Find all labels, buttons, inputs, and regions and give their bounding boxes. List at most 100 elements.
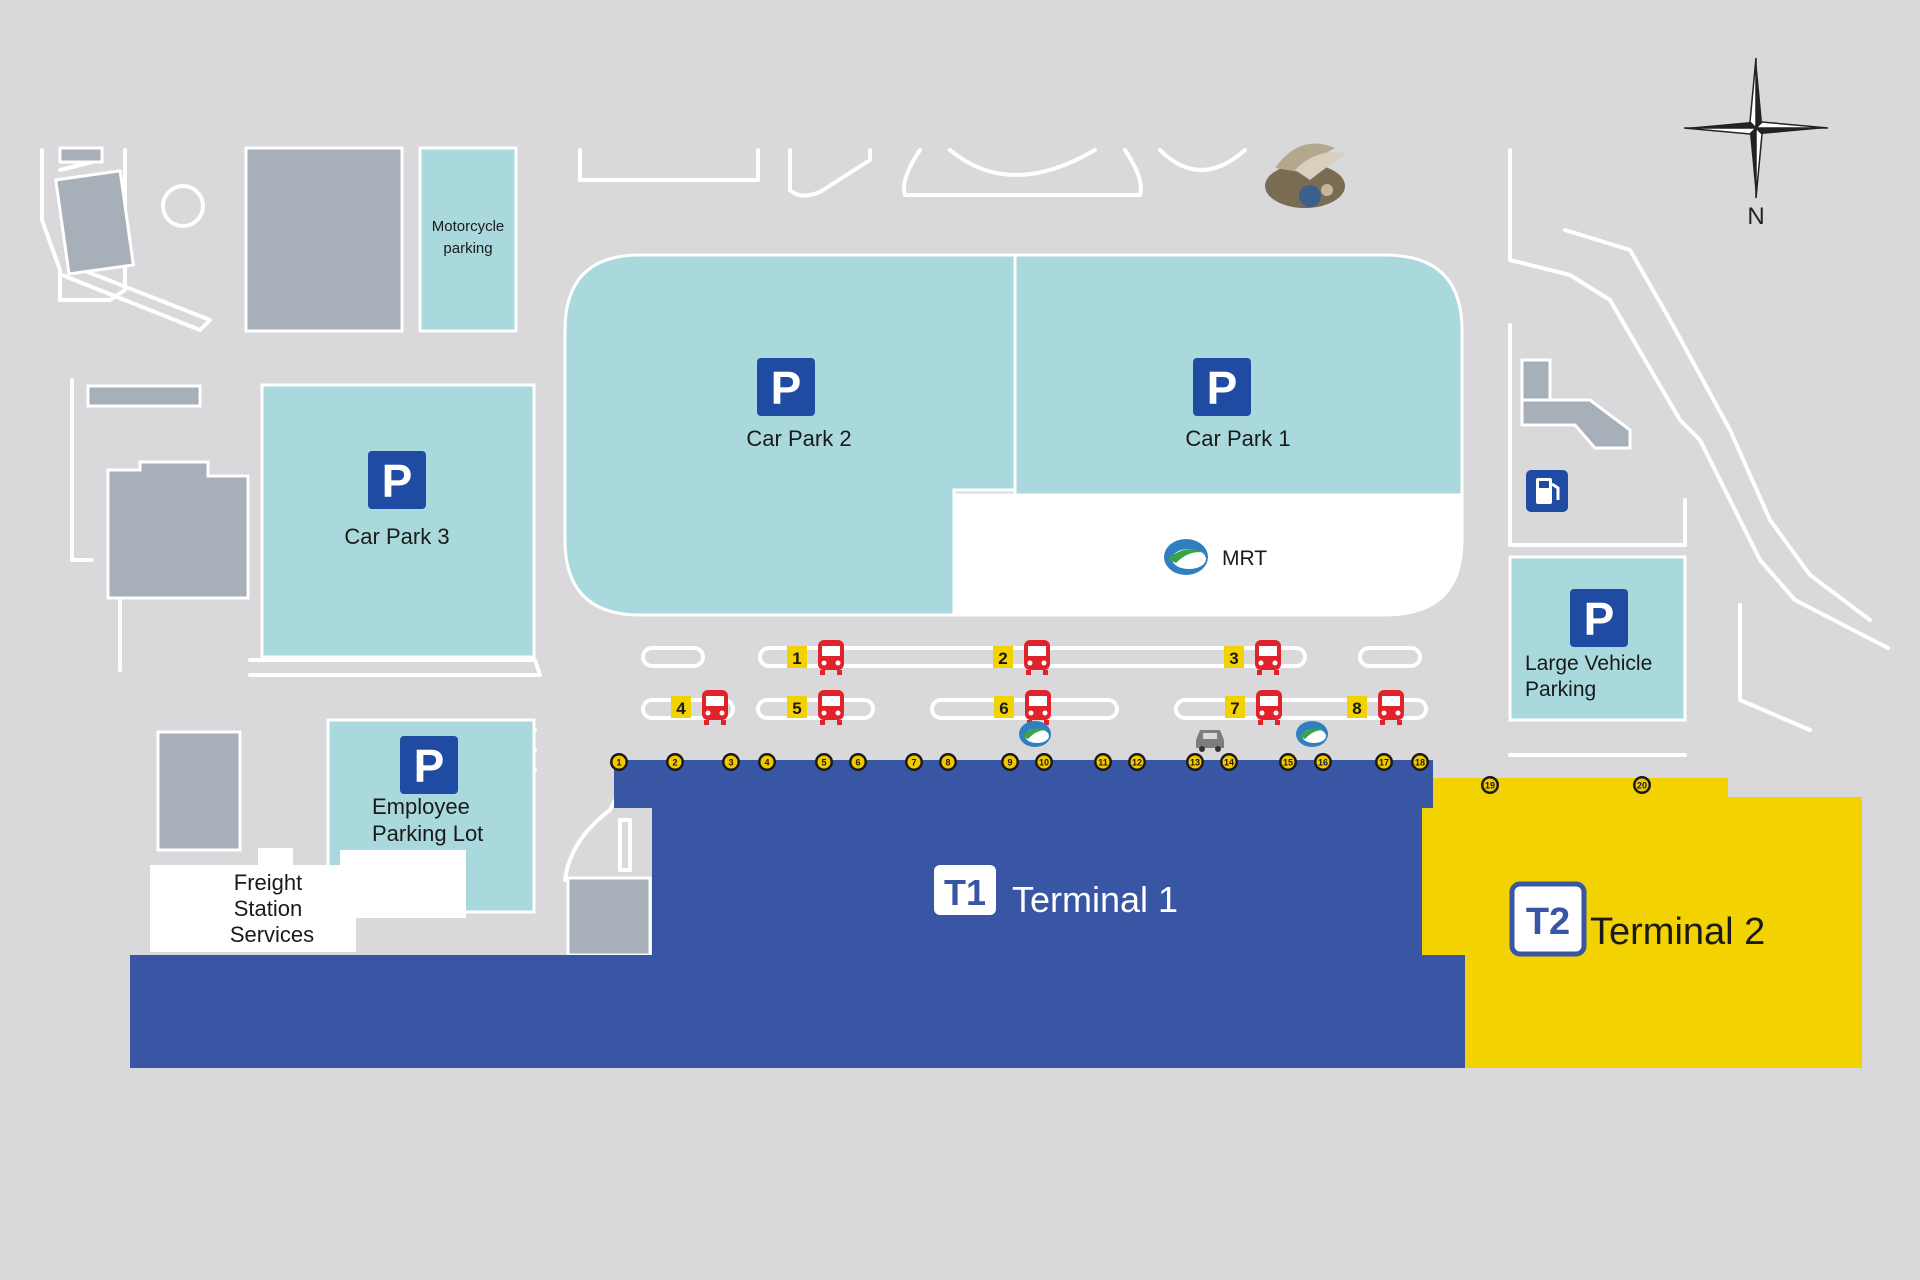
door-number: 9: [1007, 758, 1012, 768]
bus-stop: 4: [671, 690, 728, 725]
bus-stop: 5: [787, 690, 844, 725]
door-number: 6: [855, 758, 860, 768]
door-marker: 6: [849, 753, 867, 771]
motorcycle-label-line1: Motorcycle: [432, 218, 505, 235]
building-corner: [54, 169, 136, 276]
door-marker: 18: [1411, 753, 1429, 771]
door-marker: 12: [1128, 753, 1146, 771]
bus-stop-number: 3: [1229, 649, 1238, 668]
parking-sign-icon: P: [757, 358, 815, 416]
door-number: 1: [616, 758, 621, 768]
large-vehicle-label-line2: Parking: [1525, 678, 1596, 701]
bus-stop-number: 8: [1352, 699, 1361, 718]
compass-rose-icon: N: [1683, 57, 1829, 230]
mrt-logo-icon: [1296, 721, 1328, 747]
door-number: 5: [821, 758, 826, 768]
svg-text:P: P: [382, 455, 413, 507]
road-outlines: [40, 148, 1890, 882]
terminal-1-label: T1 Terminal 1: [934, 865, 1178, 920]
svg-text:P: P: [414, 740, 445, 792]
motorcycle-label-line2: parking: [443, 240, 492, 257]
fuel-pump-icon: [1526, 470, 1568, 512]
door-marker: 5: [815, 753, 833, 771]
door-number: 4: [764, 758, 769, 768]
door-marker: 19: [1481, 776, 1499, 794]
svg-text:P: P: [1207, 362, 1238, 414]
motorcycle-parking-area: [418, 146, 518, 333]
bus-icon: [1024, 640, 1050, 675]
car-park-2-area: [563, 253, 1017, 617]
car-park-3-area: [260, 383, 536, 659]
mrt-label: MRT: [1222, 547, 1267, 570]
door-marker: 3: [722, 753, 740, 771]
door-number: 7: [911, 758, 916, 768]
door-number: 12: [1132, 758, 1142, 768]
door-marker: 14: [1220, 753, 1238, 771]
building-right-angled: [1520, 398, 1632, 450]
svg-text:P: P: [771, 362, 802, 414]
door-marker: 2: [666, 753, 684, 771]
mrt-logo-icon: [1164, 539, 1208, 575]
area-labels: Motorcycle parking Car Park 2 Car Park 1…: [230, 218, 1652, 947]
large-vehicle-label-line1: Large Vehicle: [1525, 652, 1652, 675]
car-park-1-label: Car Park 1: [1185, 426, 1290, 451]
bus-stop: 1: [787, 640, 844, 675]
parking-sign-icon: P: [1570, 589, 1628, 647]
door-marker: 4: [758, 753, 776, 771]
door-marker: 1: [610, 753, 628, 771]
bus-icon: [818, 690, 844, 725]
bus-stop-number: 2: [998, 649, 1007, 668]
building-small-top: [58, 146, 104, 164]
door-marker: 13: [1186, 753, 1204, 771]
door-number: 18: [1415, 758, 1425, 768]
door-number: 2: [672, 758, 677, 768]
bus-stop-number: 4: [676, 699, 686, 718]
building-main-left: [106, 460, 250, 600]
mrt-area: [952, 493, 1464, 617]
bus-stops: 1 2 3 4 5 6 7 8: [671, 640, 1404, 725]
employee-label-line2: Parking Lot: [372, 821, 483, 846]
bus-stop-number: 5: [792, 699, 801, 718]
freight-station: [150, 848, 466, 952]
terminal-2-label: T2 Terminal 2: [1509, 881, 1765, 957]
parking-sign-icon: P: [368, 451, 426, 509]
terminal-1: [130, 760, 1465, 1068]
taxi-icon: [1196, 730, 1224, 752]
bus-stop-number: 6: [999, 699, 1008, 718]
terminal-2-name: Terminal 2: [1590, 911, 1765, 953]
terminal-1-name: Terminal 1: [1012, 879, 1178, 920]
bus-icon: [1256, 690, 1282, 725]
bus-stop-number: 7: [1230, 699, 1239, 718]
door-marker: 9: [1001, 753, 1019, 771]
parking-sign-icon: P: [400, 736, 458, 794]
door-number: 20: [1637, 781, 1647, 791]
bus-icon: [1378, 690, 1404, 725]
building-near-terminal: [566, 876, 652, 957]
bus-stop: 6: [994, 690, 1051, 725]
bird-sculpture-icon: [1265, 143, 1347, 208]
door-number: 3: [728, 758, 733, 768]
terminal-2-badge: T2: [1526, 901, 1570, 943]
bus-icon: [818, 640, 844, 675]
door-marker: 7: [905, 753, 923, 771]
compass-north-label: N: [1747, 203, 1764, 230]
bus-icon: [1255, 640, 1281, 675]
door-marker: 10: [1035, 753, 1053, 771]
door-number: 19: [1485, 781, 1495, 791]
door-number: 15: [1283, 758, 1293, 768]
car-park-3-label: Car Park 3: [344, 524, 449, 549]
freight-label-line2: Station: [234, 896, 303, 921]
svg-text:P: P: [1584, 593, 1615, 645]
door-marker: 20: [1633, 776, 1651, 794]
door-number: 17: [1379, 758, 1389, 768]
door-marker: 8: [939, 753, 957, 771]
door-number: 11: [1098, 758, 1108, 768]
door-marker: 16: [1314, 753, 1332, 771]
terminal-2: [1422, 778, 1862, 1068]
door-number: 8: [945, 758, 950, 768]
bus-stop: 2: [993, 640, 1050, 675]
buildings: [54, 146, 1632, 957]
bus-stop-number: 1: [792, 649, 801, 668]
bus-stop: 7: [1225, 690, 1282, 725]
building-large: [244, 146, 404, 333]
